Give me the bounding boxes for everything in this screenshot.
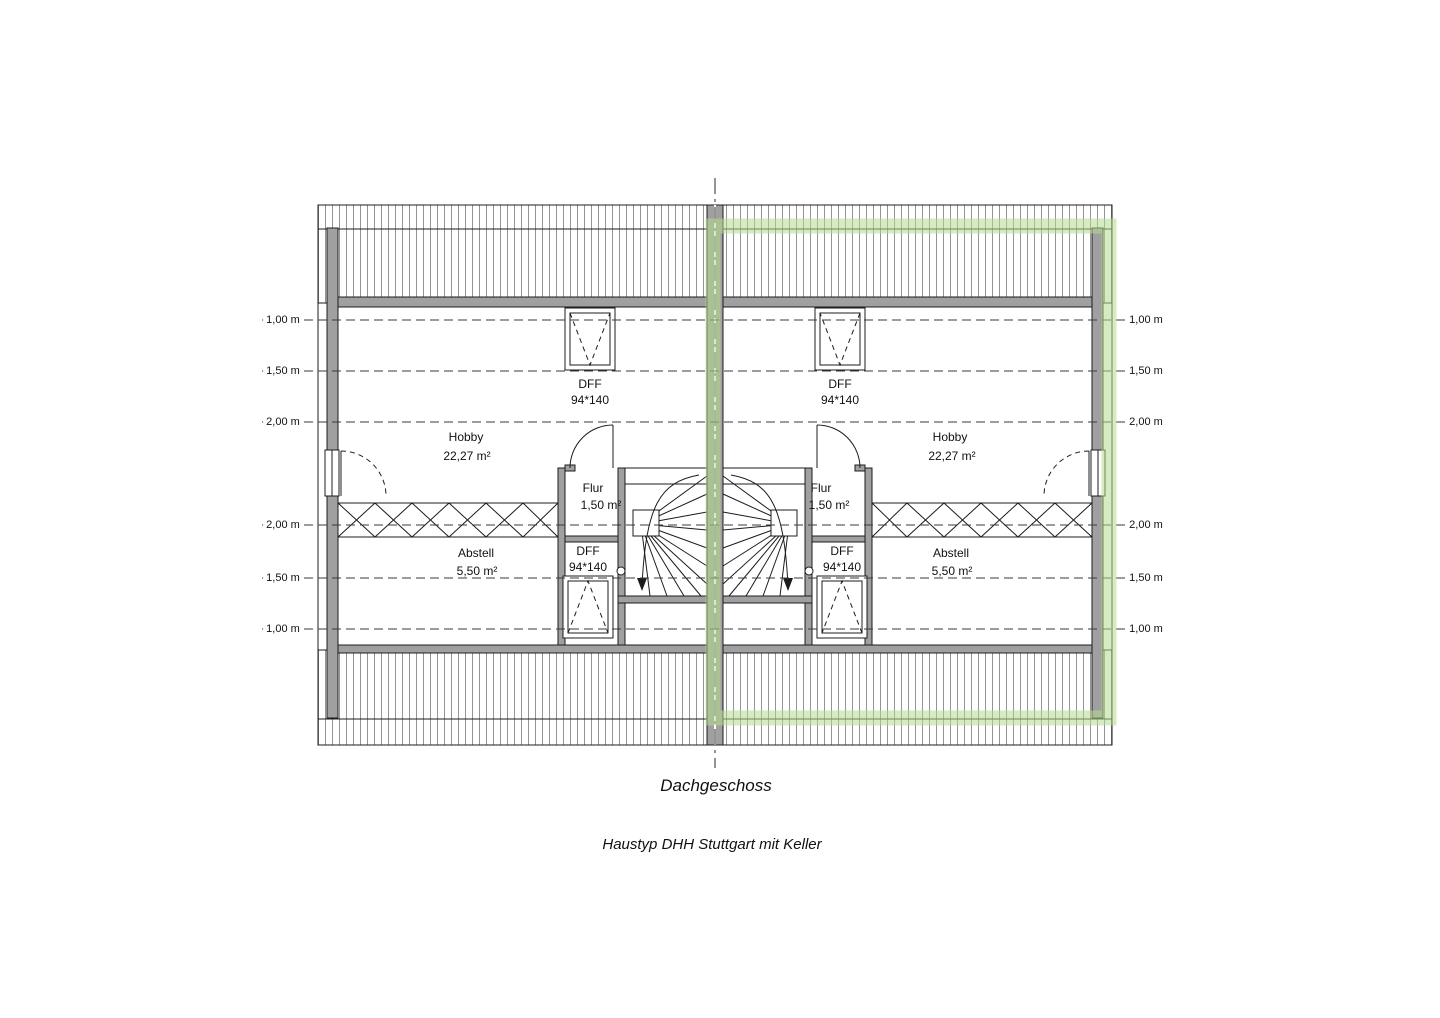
room-area-flur-left: 1,50 m² [580,498,622,512]
window-label-dff-bottom-left: DFF [576,544,600,558]
side-door [340,450,387,497]
window-size-dff-bottom-right: 94*140 [822,560,862,574]
window-size-dff-bottom-left: 94*140 [568,560,608,574]
window-label-dff-top-right: DFF [828,377,852,391]
exterior-walls [326,227,708,719]
room-label-hobby-left: Hobby [448,430,484,444]
dim-label-left-6: 1,00 m [263,622,303,636]
roof-window-top [564,307,616,371]
room-area-abstell-right: 5,50 m² [931,564,973,578]
dim-label-right-6: 1,00 m [1126,622,1166,636]
room-area-abstell-left: 5,50 m² [456,564,498,578]
house-subtitle: Haustyp DHH Stuttgart mit Keller [602,836,822,853]
window-size-dff-top-left: 94*140 [570,393,610,407]
floor-title: Dachgeschoss [660,776,772,795]
room-label-abstell-right: Abstell [932,546,970,560]
room-label-abstell-left: Abstell [457,546,495,560]
room-area-flur-right: 1,50 m² [808,498,850,512]
handrail-end [616,566,626,576]
dim-label-left-2: 1,50 m [263,364,303,378]
room-label-flur-left: Flur [582,481,604,495]
window-label-dff-bottom-right: DFF [830,544,854,558]
room-label-flur-right: Flur [810,481,832,495]
dim-label-right-3: 2,00 m [1126,415,1166,429]
dim-label-right-5: 1,50 m [1126,571,1166,585]
room-area-hobby-right: 22,27 m² [928,449,976,463]
dim-label-right-1: 1,00 m [1126,313,1166,327]
dim-label-left-3: 2,00 m [263,415,303,429]
highlight-frame [705,218,1117,726]
dim-label-left-4: 2,00 m [263,518,303,532]
roof-window-bottom [562,575,614,639]
dim-label-left-5: 1,50 m [263,571,303,585]
floorplan-unit-right [715,204,1113,746]
roof-hatch-bottom [317,649,715,746]
room-area-hobby-left: 22,27 m² [443,449,491,463]
roof-hatch-top [317,204,715,304]
side-window [324,449,340,497]
floorplan-unit-left [317,204,715,746]
window-label-dff-top-left: DFF [578,377,602,391]
dim-label-left-1: 1,00 m [263,313,303,327]
room-label-hobby-right: Hobby [932,430,968,444]
dim-label-right-2: 1,50 m [1126,364,1166,378]
window-size-dff-top-right: 94*140 [820,393,860,407]
staircase [616,467,708,597]
hall-door [569,424,614,469]
dim-label-right-4: 2,00 m [1126,518,1166,532]
knee-wall-storage [337,502,559,538]
